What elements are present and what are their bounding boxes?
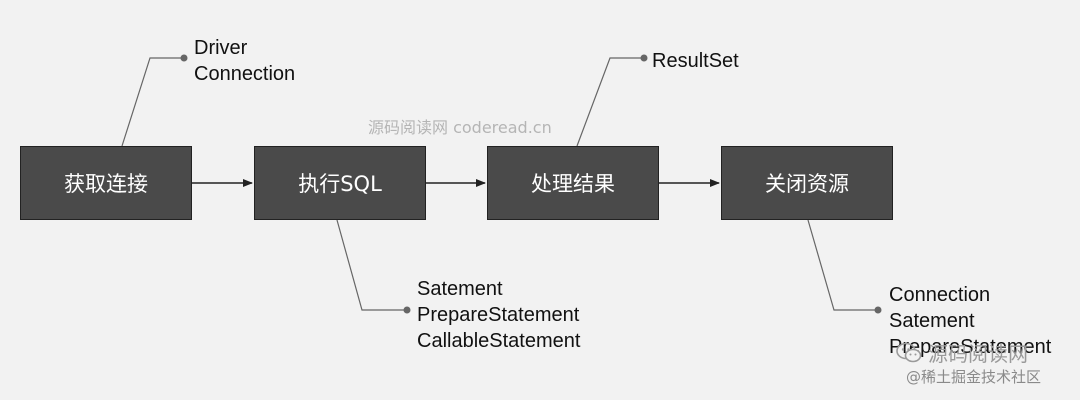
note-step3: ResultSet (652, 48, 739, 74)
note-step1-line: Driver (194, 37, 248, 59)
step-box-process-result: 处理结果 (487, 146, 659, 220)
note-step1-line: Connection (194, 63, 296, 85)
note-step4-line: PrepareStatement (889, 336, 1052, 358)
note-step4-line: Connection (889, 284, 991, 306)
callout-dot-step3 (640, 54, 648, 62)
note-step2-line: Satement (417, 278, 503, 300)
callout-line-step3 (576, 57, 642, 147)
watermark-juejin: @稀土掘金技术社区 (906, 368, 1042, 386)
note-step2: Satement PrepareStatement CallableStatem… (417, 276, 580, 354)
callout-dot-step1 (180, 54, 188, 62)
note-step4-line: Satement (889, 310, 975, 332)
callout-dot-step4 (874, 306, 882, 314)
step-box-get-connection: 获取连接 (20, 146, 192, 220)
callout-line-step2 (336, 219, 405, 311)
note-step3-line: ResultSet (652, 50, 739, 72)
note-step2-line: PrepareStatement (417, 304, 580, 326)
note-step4: Connection Satement PrepareStatement (889, 282, 1051, 360)
note-step2-line: CallableStatement (417, 330, 581, 352)
wechat-icon (896, 342, 922, 364)
step-box-execute-sql: 执行SQL (254, 146, 426, 220)
callout-dot-step2 (403, 306, 411, 314)
callout-line-step1 (121, 57, 183, 147)
watermark-wechat: 源码阅读网 (896, 338, 1028, 367)
callout-line-step4 (807, 219, 876, 311)
watermark-wechat-text: 源码阅读网 (928, 342, 1028, 366)
note-step1: Driver Connection (194, 35, 295, 87)
step-box-close-resources: 关闭资源 (721, 146, 893, 220)
watermark-center: 源码阅读网 coderead.cn (368, 118, 552, 137)
